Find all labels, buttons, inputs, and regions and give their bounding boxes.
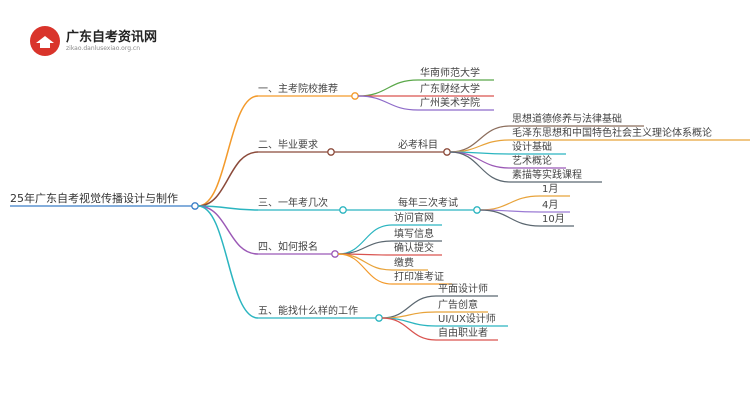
leaf-node-label: UI/UX设计师 xyxy=(438,312,496,325)
leaf-node-label: 毛泽东思想和中国特色社会主义理论体系概论 xyxy=(512,126,712,139)
leaf-node-label: 填写信息 xyxy=(394,227,434,240)
leaf-node-label: 10月 xyxy=(542,213,565,225)
leaf-node-label: 4月 xyxy=(542,199,558,211)
leaf-node-label: 平面设计师 xyxy=(438,282,488,295)
site-title: 广东自考资讯网 xyxy=(66,30,158,45)
leaf-node-label: 访问官网 xyxy=(394,211,434,224)
graduation-cap-icon xyxy=(30,26,60,56)
connector-line xyxy=(197,205,259,319)
node-connector-dot xyxy=(331,250,339,258)
node-connector-dot xyxy=(473,206,481,214)
branch-node-label: 一、主考院校推荐 xyxy=(258,82,338,95)
connector-line xyxy=(337,240,393,255)
site-logo[interactable]: 广东自考资讯网 zikao.danlusexiao.org.cn xyxy=(30,24,180,58)
node-connector-dot xyxy=(351,92,359,100)
connector-line xyxy=(449,151,511,183)
leaf-node-label: 确认提交 xyxy=(394,241,434,254)
node-connector-dot xyxy=(191,202,199,210)
connector-line xyxy=(357,95,419,111)
leaf-node-label: 打印准考证 xyxy=(394,270,444,283)
branch-node-label: 二、毕业要求 xyxy=(258,138,318,151)
connector-line xyxy=(449,139,511,153)
connector-line xyxy=(197,205,259,211)
connector-line xyxy=(337,224,393,255)
branch-node-label: 四、如何报名 xyxy=(258,240,318,253)
connector-line xyxy=(479,195,541,211)
leaf-node-label: 思想道德修养与法律基础 xyxy=(512,112,622,125)
connector-line xyxy=(197,95,259,207)
connector-line xyxy=(357,79,419,97)
leaf-node-label: 素描等实践课程 xyxy=(512,168,582,181)
leaf-node-label: 广州美术学院 xyxy=(420,96,480,109)
leaf-node-label: 自由职业者 xyxy=(438,326,488,339)
sub-node-label: 每年三次考试 xyxy=(398,196,458,209)
sub-node-label: 必考科目 xyxy=(398,138,438,151)
leaf-node-label: 广东财经大学 xyxy=(420,82,480,95)
leaf-node-label: 设计基础 xyxy=(512,140,552,153)
root-node-label: 25年广东自考视觉传播设计与制作 xyxy=(10,191,178,205)
connector-line xyxy=(337,253,393,285)
connector-line xyxy=(197,205,259,255)
node-connector-dot xyxy=(327,148,335,156)
connector-line xyxy=(197,151,259,207)
connector-line xyxy=(449,125,511,153)
leaf-node-label: 1月 xyxy=(542,183,558,195)
leaf-node-label: 广告创意 xyxy=(438,298,478,311)
leaf-node-label: 华南师范大学 xyxy=(420,66,480,79)
connector-line xyxy=(337,253,393,271)
site-url: zikao.danlusexiao.org.cn xyxy=(66,45,141,52)
branch-node-label: 五、能找什么样的工作 xyxy=(258,304,358,317)
node-connector-dot xyxy=(375,314,383,322)
leaf-node-label: 缴费 xyxy=(394,256,414,269)
node-connector-dot xyxy=(339,206,347,214)
branch-node-label: 三、一年考几次 xyxy=(258,196,328,209)
connector-line xyxy=(381,317,437,341)
connector-line xyxy=(479,209,541,227)
leaf-node-label: 艺术概论 xyxy=(512,154,552,167)
node-connector-dot xyxy=(443,148,451,156)
